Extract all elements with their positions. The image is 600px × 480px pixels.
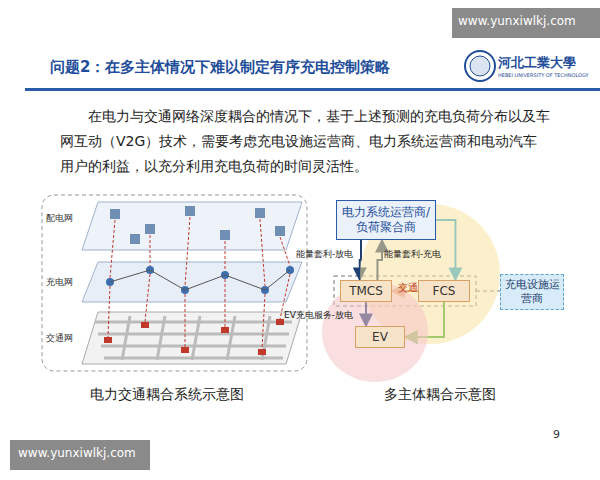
label-wrap: 多主体耦合示意图	[384, 386, 496, 404]
label-wrap: 配电网	[46, 212, 73, 225]
grid-device	[110, 209, 120, 219]
charging-link	[225, 275, 265, 290]
vehicle	[141, 322, 149, 328]
edge-label-wrap: 能量套利-充电	[384, 248, 441, 261]
label-wrap: 在电力与交通网络深度耦合的情况下，基于上述预测的充电负荷分布以及车网互动（V2G…	[60, 104, 550, 179]
coupling-line	[185, 217, 190, 286]
edge-label: 能量套利-充电	[384, 248, 441, 261]
node-text: EV	[372, 330, 388, 345]
coupling-line	[185, 294, 186, 347]
operator-box: 充电设施运营商	[500, 274, 564, 310]
charging-link	[265, 270, 290, 290]
coupling-line	[150, 235, 151, 266]
coupling-line	[225, 279, 226, 327]
coupling-line	[260, 219, 265, 286]
coupling-line	[262, 294, 265, 349]
charging-link	[110, 270, 150, 282]
node-text: 充电设施运营商	[503, 278, 561, 306]
process-box: EV	[355, 326, 405, 348]
vehicle	[276, 319, 284, 325]
node-text: TMCS	[349, 284, 383, 299]
title-wrap: 问题2：在多主体情况下难以制定有序充电控制策略	[50, 58, 390, 77]
label: 河北工業大學	[498, 54, 576, 72]
coupling-line	[145, 274, 150, 322]
label: 在电力与交通网络深度耦合的情况下，基于上述预测的充电负荷分布以及车网互动（V2G…	[60, 104, 550, 179]
label: 9	[553, 428, 560, 441]
label: www.yunxiwlkj.com	[18, 446, 136, 460]
grid-device	[145, 224, 155, 234]
grid-device	[220, 230, 230, 240]
road	[95, 321, 292, 324]
coupling-line	[108, 286, 110, 337]
distribution-layer	[82, 202, 302, 250]
grid-device	[275, 226, 285, 236]
traffic-layer	[82, 312, 302, 364]
road	[227, 316, 235, 360]
node-text: 电力系统运营商/负荷聚合商	[341, 205, 431, 235]
label-wrap: 河北工業大學	[498, 54, 576, 72]
label: www.yunxiwlkj.com	[458, 14, 576, 28]
label-wrap: HEBEI UNIVERSITY OF TECHNOLOGY	[498, 72, 589, 78]
operator-box: 电力系统运营商/负荷聚合商	[336, 200, 436, 240]
label: 电力交通耦合系统示意图	[90, 386, 244, 404]
edge-label: 能量套利-放电	[296, 248, 353, 261]
logo-seal	[470, 56, 490, 76]
label: 交通网	[46, 332, 73, 345]
coupling-line	[225, 241, 226, 271]
road	[122, 316, 130, 360]
label-wrap: 电力交通耦合系统示意图	[90, 386, 244, 404]
watermark-bar	[452, 8, 600, 38]
label: 配电网	[46, 212, 73, 225]
edge-label-wrap: 能量套利-放电	[296, 248, 353, 261]
road	[157, 316, 165, 360]
title-rule	[25, 88, 600, 91]
charging-layer	[82, 262, 302, 302]
layer-icons	[95, 206, 294, 360]
label-wrap: www.yunxiwlkj.com	[18, 446, 136, 460]
edge-label-wrap: EV充电服务-放电	[284, 309, 353, 322]
node-text: FCS	[433, 284, 456, 299]
vehicle	[181, 347, 189, 353]
road	[192, 316, 200, 360]
process-box: TMCS	[340, 280, 392, 302]
coupling-line	[280, 237, 290, 266]
process-box: FCS	[418, 280, 470, 302]
label: HEBEI UNIVERSITY OF TECHNOLOGY	[498, 72, 589, 78]
label: 多主体耦合示意图	[384, 386, 496, 404]
vehicle	[258, 349, 266, 355]
grid-device	[255, 208, 265, 218]
edge-label: EV充电服务-放电	[284, 309, 353, 322]
logo-seal	[465, 51, 495, 81]
slide-title: 问题2：在多主体情况下难以制定有序充电控制策略	[50, 58, 390, 77]
coupling-line	[110, 220, 115, 278]
vehicle	[221, 327, 229, 333]
label-wrap: www.yunxiwlkj.com	[458, 14, 576, 28]
charging-link	[150, 270, 185, 290]
label-wrap: 充电网	[46, 276, 73, 289]
label: 充电网	[46, 276, 73, 289]
grid-device	[130, 234, 140, 244]
watermark-bar	[10, 440, 150, 470]
illustration-frame	[42, 195, 307, 371]
vehicle	[104, 337, 112, 343]
grid-device	[185, 206, 195, 216]
label-wrap: 交通网	[46, 332, 73, 345]
label-wrap: 9	[553, 428, 560, 441]
charging-link	[185, 275, 225, 290]
